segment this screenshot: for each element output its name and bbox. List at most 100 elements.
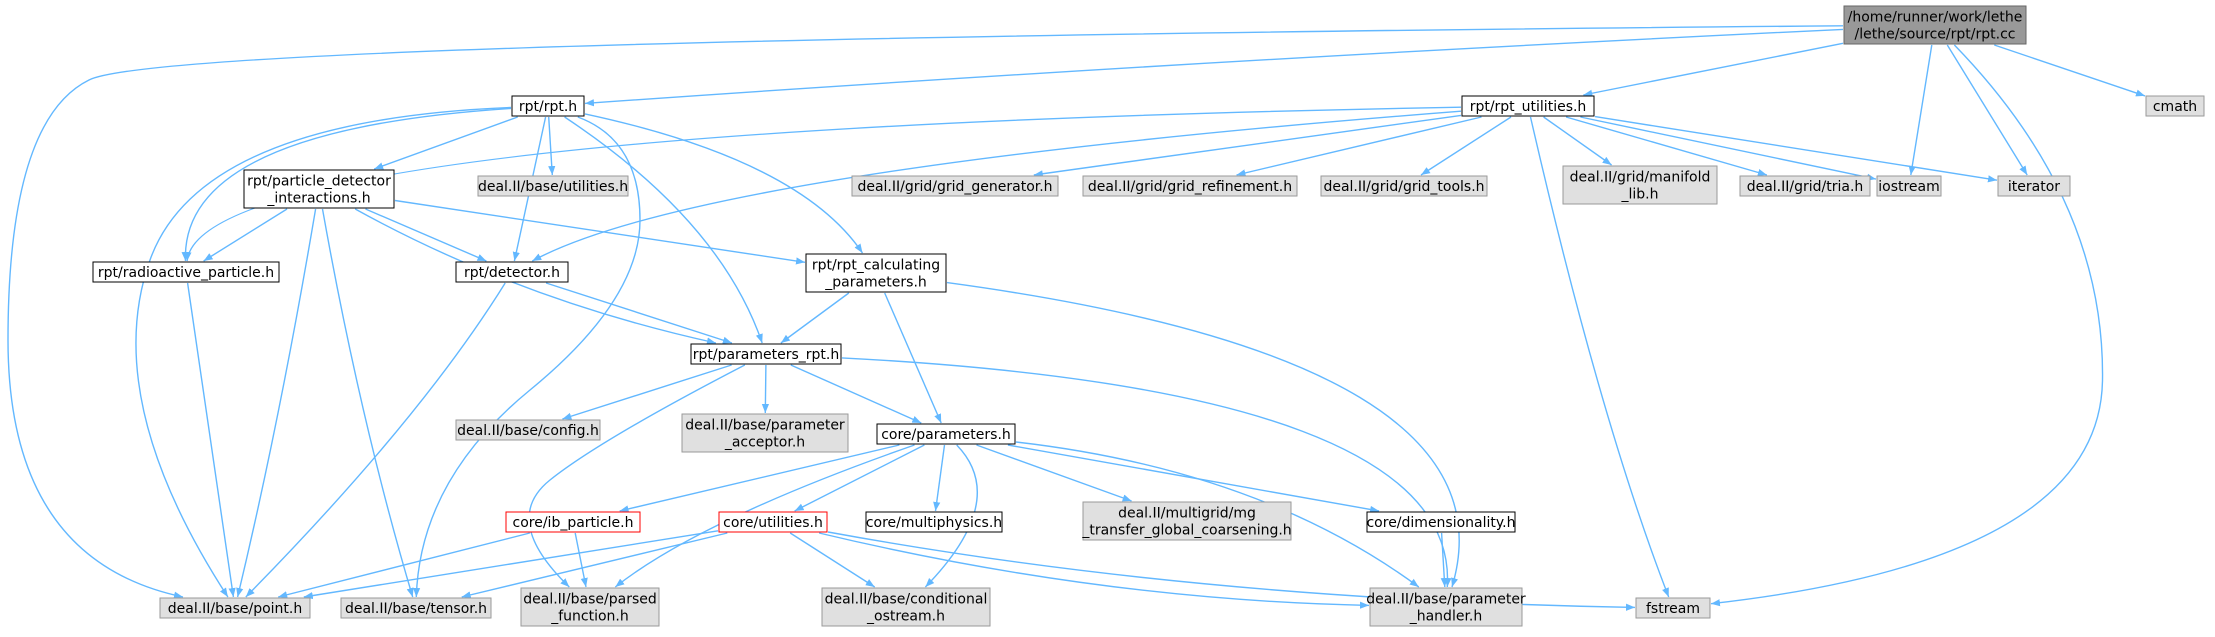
edge-rpt_utilities-to-tria (1565, 116, 1768, 176)
edge-particle_detector-to-parameters_rpt (354, 208, 717, 345)
node-rpt-cc[interactable]: /home/runner/work/lethe/lethe/source/rpt… (1843, 5, 2027, 45)
edge-particle_detector-to-point (236, 208, 317, 598)
node-iostream[interactable]: iostream (1876, 175, 1942, 197)
node-label: _acceptor.h (724, 435, 805, 451)
node-label: cmath (2153, 99, 2197, 115)
edge-rpt_utilities-to-radioactive (184, 106, 1462, 262)
node-box (1461, 95, 1595, 117)
nodes-layer: /home/runner/work/lethe/lethe/source/rpt… (92, 5, 2205, 627)
node-tria[interactable]: deal.II/grid/tria.h (1739, 175, 1871, 197)
node-box (505, 511, 641, 533)
edge-detector-to-parameters_rpt (545, 282, 733, 344)
node-label: rpt/rpt_utilities.h (1470, 99, 1587, 115)
node-box (520, 587, 660, 627)
node-box (1366, 511, 1516, 533)
node-box (243, 169, 395, 209)
edge-dimensionality-to-param_handler (1440, 532, 1448, 588)
node-label: rpt/detector.h (464, 265, 560, 281)
node-ib-particle[interactable]: core/ib_particle.h (505, 511, 641, 533)
node-mg-transfer[interactable]: deal.II/multigrid/mg_transfer_global_coa… (1081, 501, 1292, 541)
node-iterator[interactable]: iterator (1997, 175, 2071, 197)
edge-parameters_rpt-to-config (562, 364, 732, 420)
node-label: deal.II/base/point.h (168, 601, 303, 617)
node-label: _transfer_global_coarsening.h (1081, 523, 1291, 539)
node-label: /lethe/source/rpt/rpt.cc (1855, 27, 2016, 43)
node-parameters-rpt[interactable]: rpt/parameters_rpt.h (690, 343, 842, 365)
edge-rpt_cc-to-fstream (1710, 44, 2104, 607)
edge-rpt_calculating-to-parameters_rpt (780, 292, 850, 344)
node-multiphysics[interactable]: core/multiphysics.h (865, 511, 1003, 533)
node-rpt-utilities[interactable]: rpt/rpt_utilities.h (1461, 95, 1595, 117)
node-box (865, 511, 1003, 533)
edge-rpt_cc-to-point (7, 25, 1844, 599)
node-point[interactable]: deal.II/base/point.h (159, 597, 311, 619)
edge-core_parameters-to-core_utilities (794, 444, 925, 512)
node-label: _lib.h (1621, 187, 1659, 203)
node-particle-detector[interactable]: rpt/particle_detector_interactions.h (243, 169, 395, 209)
edge-core_parameters-to-cond_ostream (924, 444, 978, 588)
edge-core_parameters-to-multiphysics (933, 444, 946, 512)
node-manifold-lib[interactable]: deal.II/grid/manifold_lib.h (1562, 165, 1718, 205)
node-box (876, 423, 1016, 445)
node-config[interactable]: deal.II/base/config.h (455, 419, 601, 441)
node-box (1082, 175, 1298, 197)
node-box (1082, 501, 1292, 541)
node-cmath[interactable]: cmath (2145, 95, 2205, 117)
node-label: deal.II/base/utilities.h (478, 179, 628, 195)
node-box (718, 511, 828, 533)
edge-rpt_utilities-to-iterator (1594, 115, 1998, 183)
node-rpt-calculating[interactable]: rpt/rpt_calculating_parameters.h (805, 253, 947, 293)
edge-rpt_h-to-rpt_calculating (584, 113, 864, 254)
node-box (1997, 175, 2071, 197)
node-grid-generator[interactable]: deal.II/grid/grid_generator.h (851, 175, 1059, 197)
node-param-acceptor[interactable]: deal.II/base/parameter_acceptor.h (681, 413, 849, 453)
node-label: rpt/particle_detector (247, 174, 391, 190)
node-label: deal.II/grid/tria.h (1747, 179, 1864, 195)
node-box (1739, 175, 1871, 197)
edge-rpt_calculating-to-param_handler (946, 281, 1460, 588)
node-radioactive[interactable]: rpt/radioactive_particle.h (92, 261, 280, 283)
node-core-utilities[interactable]: core/utilities.h (718, 511, 828, 533)
node-label: _parameters.h (824, 275, 927, 291)
node-core-parameters[interactable]: core/parameters.h (876, 423, 1016, 445)
node-box (681, 413, 849, 453)
edge-ib_particle-to-point (278, 532, 530, 599)
edge-radioactive-to-point (186, 282, 236, 598)
node-box (477, 175, 629, 197)
node-label: rpt/rpt_calculating (812, 258, 940, 274)
node-label: core/utilities.h (723, 515, 823, 531)
node-detector[interactable]: rpt/detector.h (455, 261, 569, 283)
edge-core_utilities-to-param_handler (818, 532, 1370, 609)
node-label: _interactions.h (266, 191, 370, 207)
node-label: deal.II/base/tensor.h (345, 601, 487, 617)
node-box (690, 343, 842, 365)
edge-rpt_utilities-to-grid_generator (1033, 114, 1462, 178)
node-label: core/parameters.h (881, 427, 1011, 443)
node-box (455, 419, 601, 441)
node-box (1635, 597, 1711, 619)
edge-core_utilities-to-tensor (461, 532, 728, 599)
edge-rpt_cc-to-rpt_utilities (1583, 42, 1844, 97)
node-cond-ostream[interactable]: deal.II/base/conditional_ostream.h (821, 587, 991, 627)
node-base-utilities[interactable]: deal.II/base/utilities.h (477, 175, 629, 197)
edge-particle_detector-to-tensor (321, 208, 414, 598)
node-grid-tools[interactable]: deal.II/grid/grid_tools.h (1320, 175, 1488, 197)
node-label: deal.II/grid/grid_tools.h (1323, 179, 1484, 195)
node-rpt-h[interactable]: rpt/rpt.h (511, 95, 585, 117)
edge-rpt_h-to-parameters_rpt (564, 116, 763, 344)
node-label: iterator (2008, 179, 2060, 195)
node-parsed-function[interactable]: deal.II/base/parsed_function.h (520, 587, 660, 627)
node-dimensionality[interactable]: core/dimensionality.h (1366, 511, 1516, 533)
node-fstream[interactable]: fstream (1635, 597, 1711, 619)
node-box (1562, 165, 1718, 205)
node-label: deal.II/grid/grid_refinement.h (1088, 179, 1292, 195)
node-label: deal.II/grid/manifold (1570, 170, 1711, 186)
node-param-handler[interactable]: deal.II/base/parameter_handler.h (1366, 587, 1526, 627)
edge-parameters_rpt-to-param_handler (841, 357, 1452, 588)
node-box (511, 95, 585, 117)
node-box (1876, 175, 1942, 197)
node-grid-refinement[interactable]: deal.II/grid/grid_refinement.h (1082, 175, 1298, 197)
node-tensor[interactable]: deal.II/base/tensor.h (340, 597, 492, 619)
node-label: fstream (1646, 601, 1700, 617)
edge-core_utilities-to-point (303, 530, 719, 600)
